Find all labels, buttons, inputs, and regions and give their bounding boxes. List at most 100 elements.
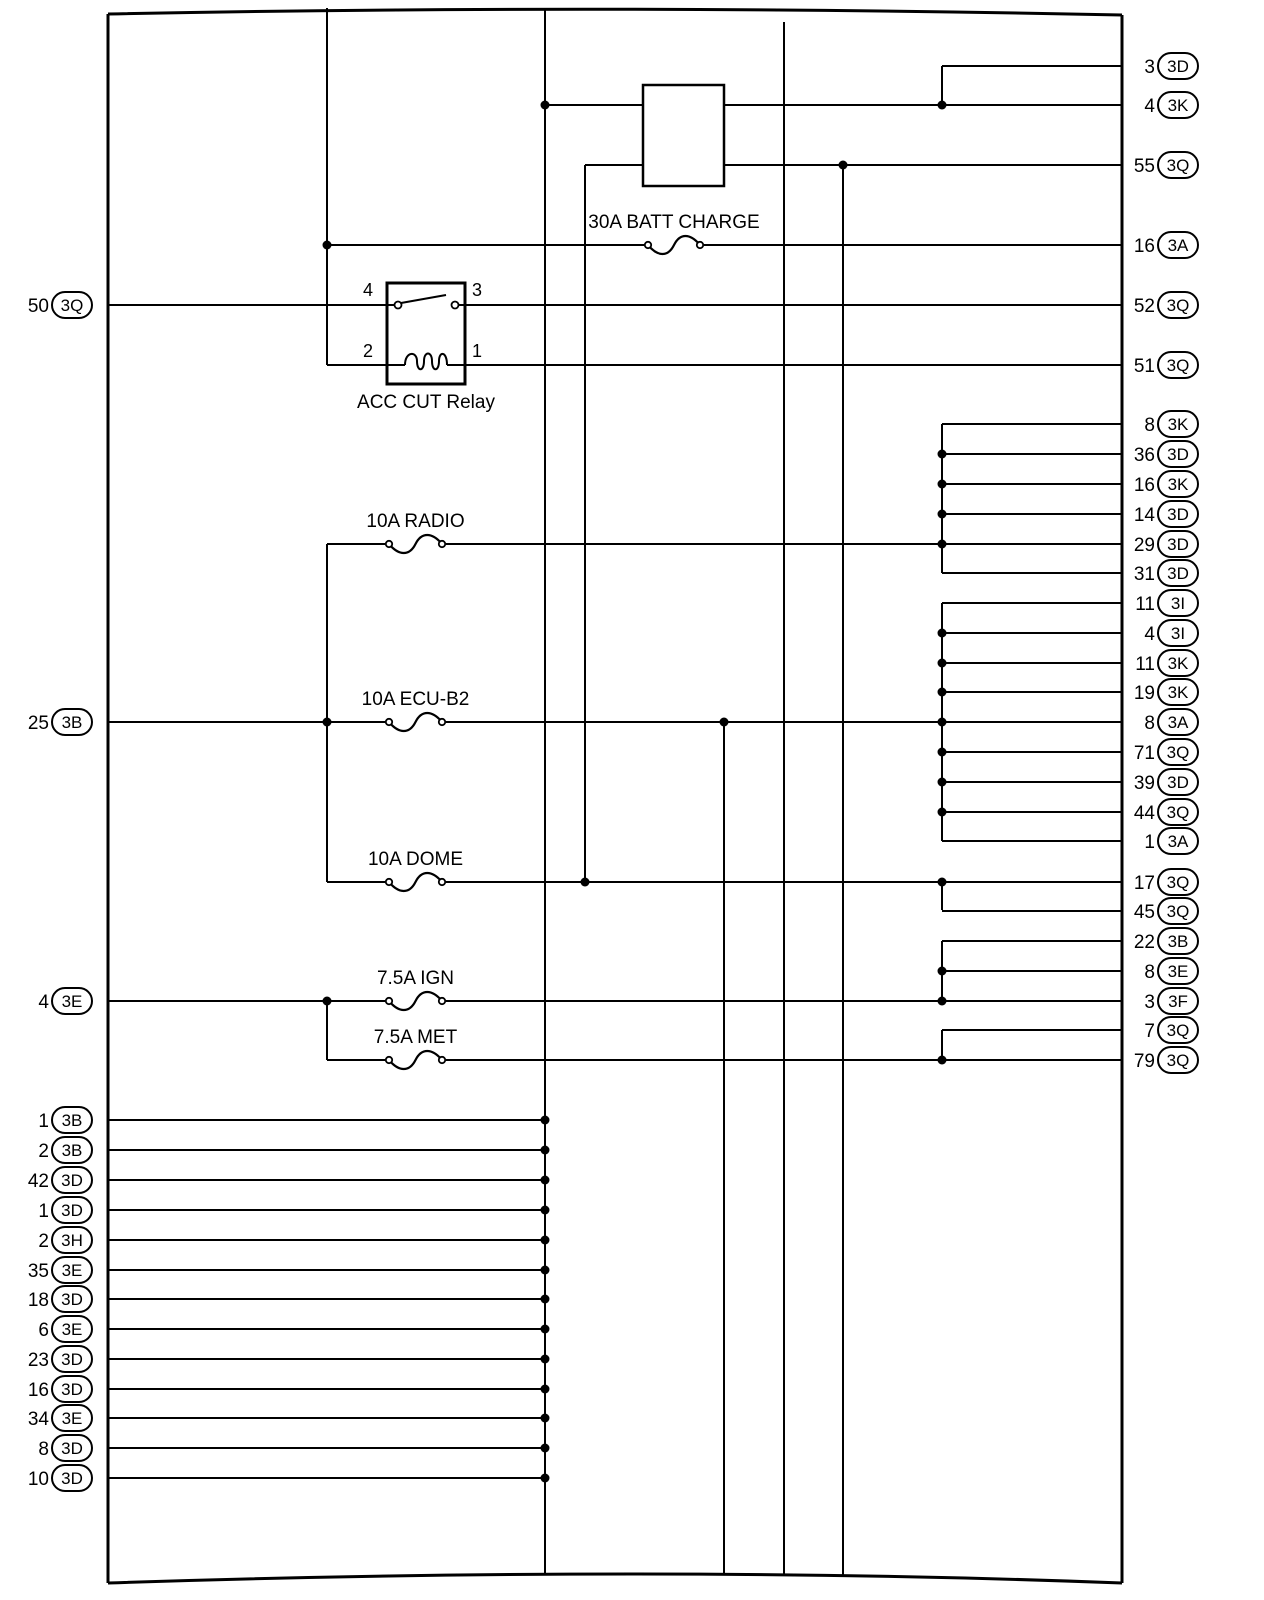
connector-pin-number: 3 — [1144, 57, 1155, 78]
right-connector: 3 3D — [1144, 52, 1199, 80]
connector-code: 3B — [62, 1111, 83, 1130]
junction-dot — [540, 1324, 550, 1334]
junction-dot — [540, 1205, 550, 1215]
connector-code: 3F — [1168, 992, 1188, 1011]
connector-pin-number: 16 — [28, 1380, 49, 1401]
relay-pin-3-label: 3 — [472, 280, 482, 300]
connector-code: 3Q — [61, 296, 84, 315]
connector-code: 3Q — [1167, 803, 1190, 822]
connector-code: 3D — [1167, 57, 1189, 76]
right-connector: 8 3K — [1144, 410, 1199, 438]
junction-dot — [322, 717, 332, 727]
connector-pill-icon — [1157, 738, 1199, 766]
junction-dot — [540, 1413, 550, 1423]
junction-dot — [540, 1473, 550, 1483]
fuse-terminal-icon — [695, 240, 705, 250]
fuse-label: 7.5A IGN — [377, 968, 454, 989]
connector-code: 3K — [1168, 654, 1189, 673]
connector-code: 3K — [1168, 415, 1189, 434]
fuse-terminal-icon — [437, 539, 447, 549]
connector-pill-icon — [1157, 708, 1199, 736]
left-connector: 42 3D — [28, 1166, 93, 1194]
connector-pill-icon — [51, 1256, 93, 1284]
relay-switch-blade-icon — [400, 294, 447, 304]
fuse-icon — [388, 533, 443, 555]
fuse-terminal-icon — [437, 717, 447, 727]
connector-pill-icon — [51, 1166, 93, 1194]
junction-dot — [937, 658, 947, 668]
connector-pin-number: 42 — [28, 1171, 49, 1192]
connector-pin-number: 35 — [28, 1261, 49, 1282]
connector-code: 3D — [1167, 535, 1189, 554]
junction-dot — [322, 240, 332, 250]
connector-code: 3Q — [1167, 743, 1190, 762]
relay-body — [385, 281, 467, 386]
connector-code: 3E — [62, 1409, 83, 1428]
junction-block-frame — [106, 7, 1124, 1585]
junction-dot — [937, 1055, 947, 1065]
junction-dot — [937, 747, 947, 757]
junction-dots — [322, 100, 947, 1483]
fuse-label: 7.5A MET — [374, 1027, 458, 1048]
junction-dot — [540, 1265, 550, 1275]
connector-pill-icon — [51, 1434, 93, 1462]
connector-pill-icon — [1157, 1046, 1199, 1074]
connector-pill-icon — [1157, 440, 1199, 468]
connector-pill-icon — [1157, 52, 1199, 80]
connector-pin-number: 1 — [1144, 832, 1155, 853]
junction-dot — [937, 807, 947, 817]
connector-code: 3D — [61, 1171, 83, 1190]
connector-code: 3K — [1168, 475, 1189, 494]
junction-dot — [540, 1294, 550, 1304]
connector-code: 3I — [1171, 594, 1185, 613]
fuse-icon — [647, 234, 701, 256]
connector-pill-icon — [1157, 1016, 1199, 1044]
fuse-radio: 10A RADIO — [366, 511, 465, 555]
connector-code: 3Q — [1167, 1021, 1190, 1040]
connector-code: 3D — [1167, 564, 1189, 583]
junction-dot — [540, 100, 550, 110]
relay-pin-2-label: 2 — [363, 341, 373, 361]
fuse-ecu-b2: 10A ECU-B2 — [362, 689, 469, 733]
connector-pill-icon — [1157, 291, 1199, 319]
connector-pill-icon — [1157, 351, 1199, 379]
connector-pill-icon — [1157, 798, 1199, 826]
fuse-terminal-icon — [643, 240, 653, 250]
fuses: 30A BATT CHARGE 10A RADIO 10A ECU-B2 10A DO… — [362, 212, 760, 1071]
connector-pill-icon — [1157, 827, 1199, 855]
fuse-terminal-icon — [384, 539, 394, 549]
connector-pin-number: 34 — [28, 1409, 50, 1430]
connector-code: 3I — [1171, 624, 1185, 643]
fuse-dome: 10A DOME — [368, 849, 463, 893]
connector-pin-number: 10 — [28, 1469, 49, 1490]
connector-code: 3B — [62, 713, 83, 732]
connector-pill-icon — [1157, 768, 1199, 796]
connector-code: 3D — [61, 1469, 83, 1488]
connector-code: 3B — [62, 1141, 83, 1160]
connector-pin-number: 8 — [1144, 415, 1155, 436]
connector-pill-icon — [1157, 927, 1199, 955]
relay-label: ACC CUT Relay — [357, 392, 495, 413]
connector-pill-icon — [1157, 957, 1199, 985]
fuse-label: 30A BATT CHARGE — [588, 212, 759, 233]
connector-code: 3A — [1168, 236, 1189, 255]
junction-dot — [540, 1443, 550, 1453]
connector-code: 3E — [62, 1320, 83, 1339]
